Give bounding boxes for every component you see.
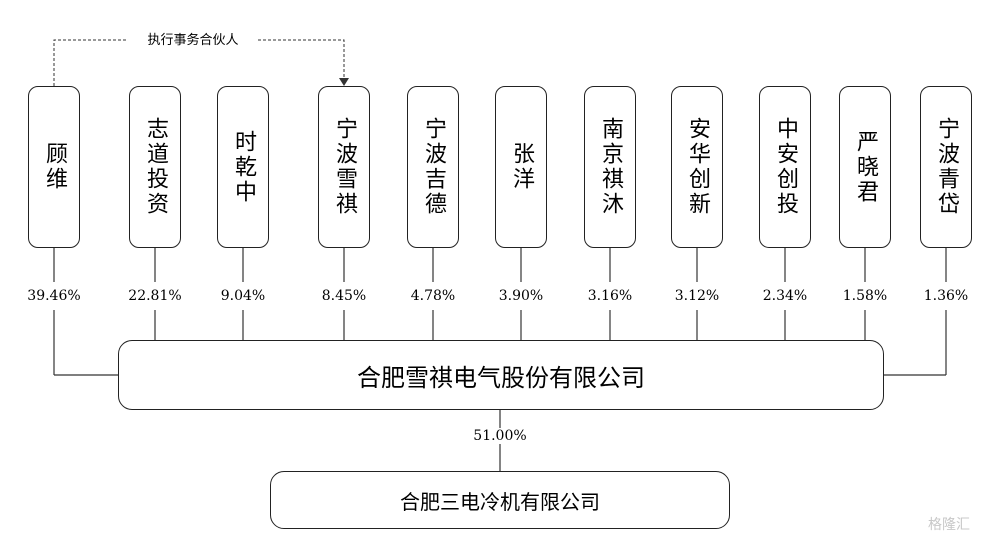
holder-box: 顾维 [28, 86, 80, 248]
holder-name: 顾维 [42, 142, 67, 192]
holder-percentage: 4.78% [393, 282, 473, 310]
holder-box: 志道投资 [129, 86, 181, 248]
holder-name: 南京祺沐 [598, 117, 623, 217]
holder-name: 宁波吉德 [421, 117, 446, 217]
subsidiary-percentage: 51.00% [460, 428, 540, 444]
holder-name: 宁波雪祺 [332, 117, 357, 217]
holder-box: 南京祺沐 [584, 86, 636, 248]
subsidiary-box: 合肥三电冷机有限公司 [270, 471, 730, 529]
holder-percentage: 3.12% [657, 282, 737, 310]
holder-name: 安华创新 [685, 117, 710, 217]
holder-percentage: 22.81% [115, 282, 195, 310]
holder-percentage: 1.36% [906, 282, 986, 310]
holder-box: 宁波雪祺 [318, 86, 370, 248]
holder-percentage: 3.16% [570, 282, 650, 310]
holder-percentage: 1.58% [825, 282, 905, 310]
holder-box: 宁波吉德 [407, 86, 459, 248]
gp-arrowhead [339, 78, 349, 86]
holder-box: 安华创新 [671, 86, 723, 248]
holder-percentage: 3.90% [481, 282, 561, 310]
holder-box: 中安创投 [759, 86, 811, 248]
holder-name: 中安创投 [773, 117, 798, 217]
holder-box: 张洋 [495, 86, 547, 248]
main-company-name: 合肥雪祺电气股份有限公司 [357, 363, 645, 392]
holder-box: 严晓君 [839, 86, 891, 248]
holder-box: 宁波青岱 [920, 86, 972, 248]
gp-label: 执行事务合伙人 [128, 31, 258, 51]
subsidiary-name: 合肥三电冷机有限公司 [400, 489, 600, 514]
holder-box: 时乾中 [217, 86, 269, 248]
holder-name: 志道投资 [143, 117, 168, 217]
holder-name: 宁波青岱 [934, 117, 959, 217]
holder-percentage: 9.04% [203, 282, 283, 310]
holder-name: 时乾中 [231, 129, 256, 205]
main-company-box: 合肥雪祺电气股份有限公司 [118, 340, 884, 410]
holder-percentage: 2.34% [745, 282, 825, 310]
holder-name: 严晓君 [853, 129, 878, 205]
watermark-logo: 格隆汇 [928, 517, 970, 533]
holder-percentage: 39.46% [14, 282, 94, 310]
holder-percentage: 8.45% [304, 282, 384, 310]
holder-name: 张洋 [509, 142, 534, 192]
